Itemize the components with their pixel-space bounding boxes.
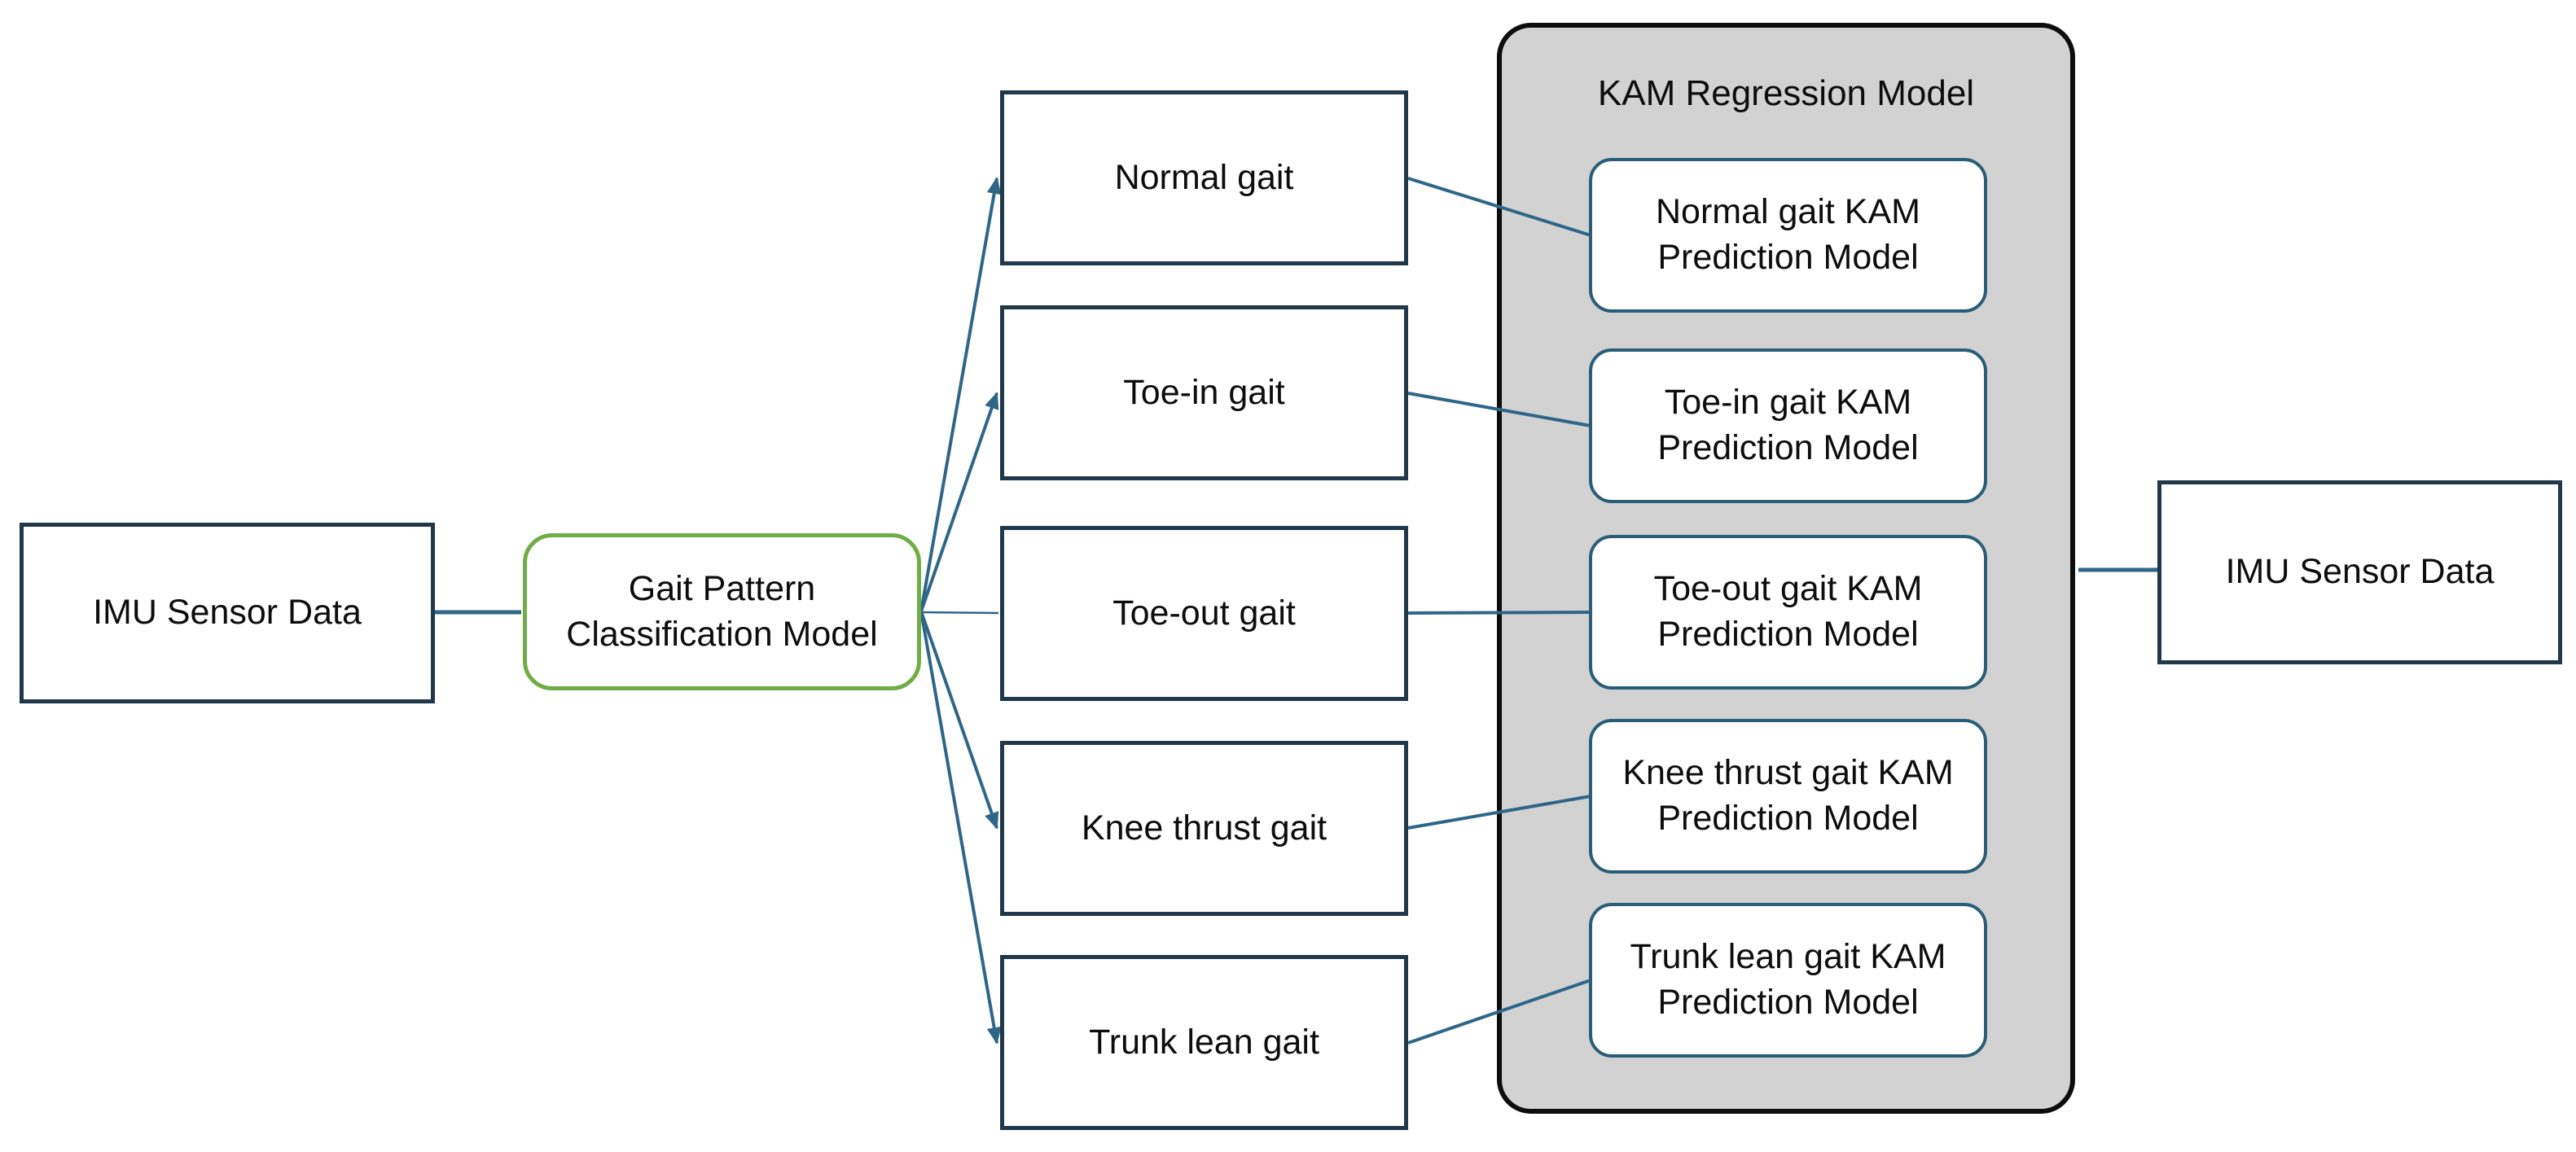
connector-classifier-to-toe-out-gait	[920, 611, 999, 615]
toe-out-gait-kam-label: Toe-out gait KAM Prediction Model	[1653, 569, 1923, 654]
toe-in-gait-kam-model-box: Toe-in gait KAM Prediction Model	[1589, 348, 1987, 503]
imu-sensor-data-input-box: IMU Sensor Data	[20, 523, 435, 703]
toe-in-gait-kam-label: Toe-in gait KAM Prediction Model	[1657, 383, 1919, 467]
connector-classifier-to-trunk-lean-gait	[919, 611, 1002, 1045]
trunk-lean-gait-kam-model-box: Trunk lean gait KAM Prediction Model	[1589, 903, 1987, 1058]
knee-thrust-gait-kam-label: Knee thrust gait KAM Prediction Model	[1622, 753, 1954, 838]
toe-in-gait-box: Toe-in gait	[1000, 305, 1408, 480]
connector-classifier-to-normal-gait	[919, 177, 1002, 612]
trunk-lean-gait-label: Trunk lean gait	[1089, 1022, 1319, 1062]
kam-container-title: KAM Regression Model	[1597, 73, 1975, 113]
knee-thrust-gait-kam-model-box: Knee thrust gait KAM Prediction Model	[1589, 719, 1987, 874]
toe-out-gait-kam-model-box: Toe-out gait KAM Prediction Model	[1589, 535, 1987, 690]
imu-output-label: IMU Sensor Data	[2225, 552, 2495, 592]
normal-gait-box: Normal gait	[1000, 90, 1408, 265]
imu-sensor-data-output-box: IMU Sensor Data	[2157, 480, 2562, 664]
toe-out-gait-label: Toe-out gait	[1112, 593, 1296, 633]
imu-input-label: IMU Sensor Data	[93, 593, 362, 633]
normal-gait-kam-label: Normal gait KAM Prediction Model	[1656, 192, 1920, 277]
toe-in-gait-label: Toe-in gait	[1123, 372, 1285, 412]
normal-gait-label: Normal gait	[1114, 157, 1294, 197]
gait-pattern-classification-model-box: Gait Pattern Classification Model	[523, 533, 921, 690]
toe-out-gait-box: Toe-out gait	[1000, 526, 1408, 701]
knee-thrust-gait-label: Knee thrust gait	[1081, 808, 1327, 848]
classifier-label: Gait Pattern Classification Model	[566, 568, 878, 654]
trunk-lean-gait-kam-label: Trunk lean gait KAM Prediction Model	[1630, 937, 1946, 1022]
trunk-lean-gait-box: Trunk lean gait	[1000, 955, 1408, 1130]
knee-thrust-gait-box: Knee thrust gait	[1000, 741, 1408, 916]
normal-gait-kam-model-box: Normal gait KAM Prediction Model	[1589, 158, 1987, 313]
connector-classifier-to-toe-in-gait	[919, 392, 999, 612]
connector-classifier-to-knee-thrust-gait	[919, 611, 999, 830]
